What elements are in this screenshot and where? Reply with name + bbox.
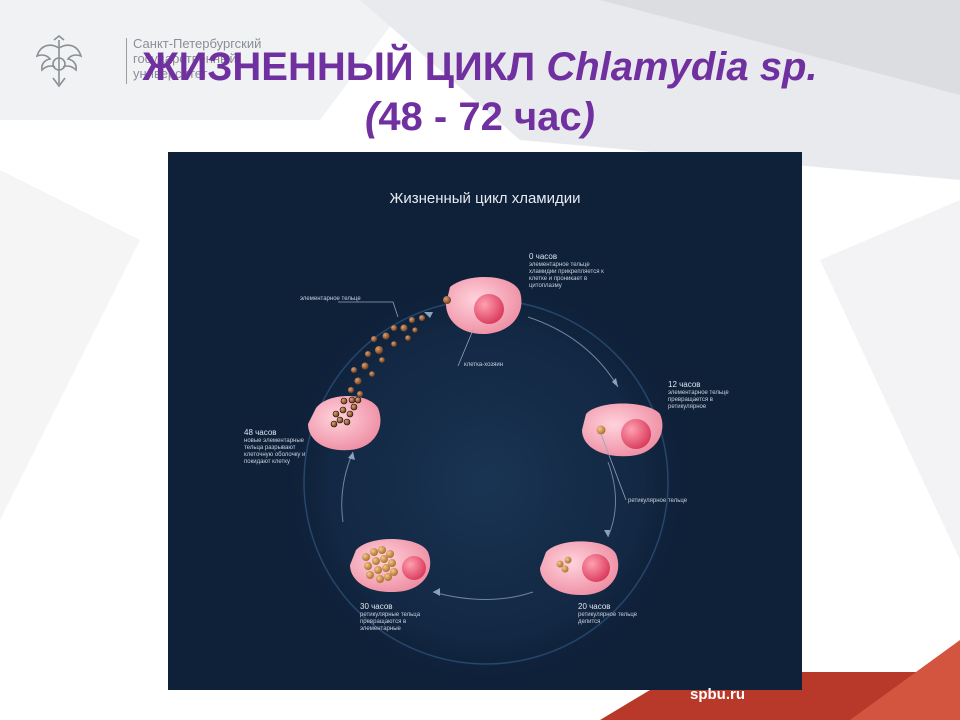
stage-20-cell	[540, 541, 619, 596]
reticulate-bodies-cluster	[362, 546, 398, 583]
pointer-lines	[338, 301, 627, 501]
cycle-glow	[276, 272, 696, 690]
arrow-12-20	[607, 461, 616, 538]
arrow-head-5	[424, 312, 433, 318]
title-paren-open: (	[364, 95, 379, 139]
stage-0-cell	[443, 276, 522, 335]
stage-30-text: ретикулярные тельца превращаются в элеме…	[360, 612, 421, 632]
label-elementary-body: элементарное тельце	[300, 296, 361, 302]
diagram-graphics	[276, 272, 696, 690]
stage-30-caption: 30 часов ретикулярные тельца превращаютс…	[360, 602, 432, 633]
double-eagle-emblem-icon	[35, 34, 83, 88]
chlamydia-lifecycle-diagram: Жизненный цикл хламидии элементарное тел…	[168, 152, 802, 690]
arrow-head-2	[604, 530, 610, 537]
title-duration: 48 - 72 час	[378, 95, 582, 139]
diagram-title: Жизненный цикл хламидии	[389, 190, 581, 207]
slide-title-line-1: ЖИЗНЕННЫЙ ЦИКЛ Chlamydia sp.	[0, 42, 960, 92]
label-host-cell: клетка-хозяин	[464, 362, 504, 368]
arrow-heads	[348, 312, 618, 596]
logo-text: Санкт-Петербургский государственный унив…	[133, 36, 293, 81]
logo-line-1: Санкт-Петербургский	[133, 36, 262, 51]
stage-12-text: элементарное тельце превращается в ретик…	[668, 390, 729, 410]
title-paren-close: )	[581, 95, 595, 139]
arrow-20-30	[432, 591, 534, 600]
elementary-bodies-burst	[330, 396, 362, 428]
bg-shape-top-left	[0, 0, 410, 120]
stage-0-time: 0 часов	[529, 252, 558, 261]
stage-20-caption: 20 часов ретикулярное тельце делится	[578, 602, 648, 626]
title-italic: Chlamydia sp.	[546, 45, 818, 89]
arrow-head-1	[612, 378, 618, 387]
slide-title: ЖИЗНЕННЫЙ ЦИКЛ Chlamydia sp. (48 - 72 ча…	[0, 42, 960, 142]
slide-title-line-2: (48 - 72 час)	[0, 92, 960, 142]
arrow-head-4	[348, 452, 355, 460]
bg-shape-left	[0, 170, 140, 520]
stage-48-cell	[308, 396, 381, 451]
logo-line-3: университет	[133, 66, 208, 81]
stage-48-time: 48 часов	[244, 428, 277, 437]
bg-shape-corner	[600, 0, 960, 95]
stage-12-caption: 12 часов элементарное тельце превращаетс…	[668, 380, 746, 411]
stage-12-time: 12 часов	[668, 380, 701, 389]
arrow-0-12	[527, 316, 619, 388]
stage-0-text: элементарное тельце хламидии прикрепляет…	[529, 262, 604, 289]
stage-30-cell	[350, 538, 431, 593]
bg-shape-right	[820, 200, 960, 560]
stage-30-time: 30 часов	[360, 602, 393, 611]
footer-site-link[interactable]: spbu.ru	[690, 686, 745, 703]
spbu-logo: Санкт-Петербургский государственный унив…	[34, 34, 261, 94]
stage-0-caption: 0 часов элементарное тельце хламидии при…	[529, 252, 607, 290]
arrow-head-3	[433, 588, 440, 596]
label-reticulate-body: ретикулярное тельце	[628, 498, 688, 504]
pointer-reticulate-body	[600, 433, 627, 501]
logo-line-2: государственный	[133, 51, 237, 66]
pointer-host-cell	[457, 329, 474, 367]
logo-divider	[126, 38, 127, 84]
footer-accent	[850, 640, 960, 720]
stage-20-time: 20 часов	[578, 602, 611, 611]
escaping-elementary-bodies	[348, 315, 425, 397]
stage-48-text: новые элементарные тельца разрывают клет…	[244, 438, 306, 465]
title-plain: ЖИЗНЕННЫЙ ЦИКЛ	[142, 45, 547, 89]
stage-20-text: ретикулярное тельце делится	[578, 612, 638, 625]
pointer-elementary-body	[338, 301, 399, 318]
stage-12-cell	[582, 403, 663, 457]
stage-48-caption: 48 часов новые элементарные тельца разры…	[244, 428, 314, 466]
